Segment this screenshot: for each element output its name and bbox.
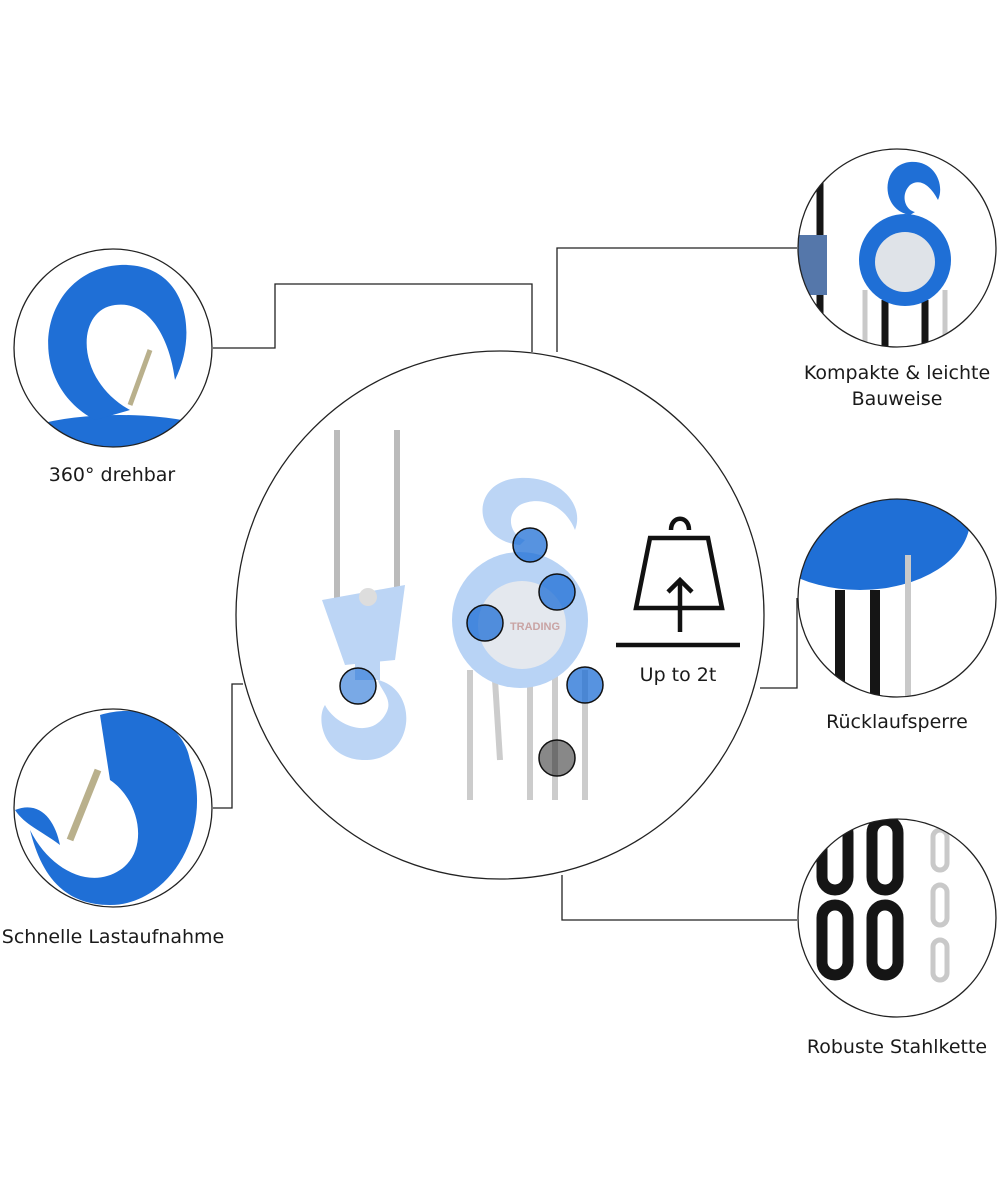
feature-label-quick-load: Schnelle Lastaufnahme xyxy=(1,926,225,948)
weight-lift-icon xyxy=(616,516,740,648)
hand-chain-image xyxy=(334,430,400,600)
capacity-label: Up to 2t xyxy=(639,664,717,686)
connector-swivel xyxy=(213,283,533,352)
detail-steel-chain xyxy=(797,818,997,1018)
feature-label-compact-line2: Bauweise xyxy=(851,388,943,410)
connector-lines xyxy=(213,247,798,921)
feature-label-swivel: 360° drehbar xyxy=(48,464,176,486)
feature-label-chain: Robuste Stahlkette xyxy=(806,1036,988,1058)
feature-label-compact-line1: Kompakte & leichte xyxy=(803,362,991,384)
detail-swivel-hook xyxy=(13,248,213,448)
detail-highlights xyxy=(466,527,604,777)
center-product-view: TRADING xyxy=(235,350,765,880)
detail-backstop xyxy=(797,498,997,698)
connector-quick-load xyxy=(213,683,243,809)
highlight-latch xyxy=(339,667,377,705)
connector-chain xyxy=(561,875,797,921)
feature-label-backstop: Rücklaufsperre xyxy=(826,711,968,733)
detail-quick-load-hook xyxy=(13,708,213,908)
brand-logo: TRADING xyxy=(510,621,560,633)
connector-compact xyxy=(556,247,797,352)
lower-hook-block-image xyxy=(321,585,407,760)
connector-backstop xyxy=(760,598,798,689)
detail-compact-body xyxy=(797,148,997,348)
